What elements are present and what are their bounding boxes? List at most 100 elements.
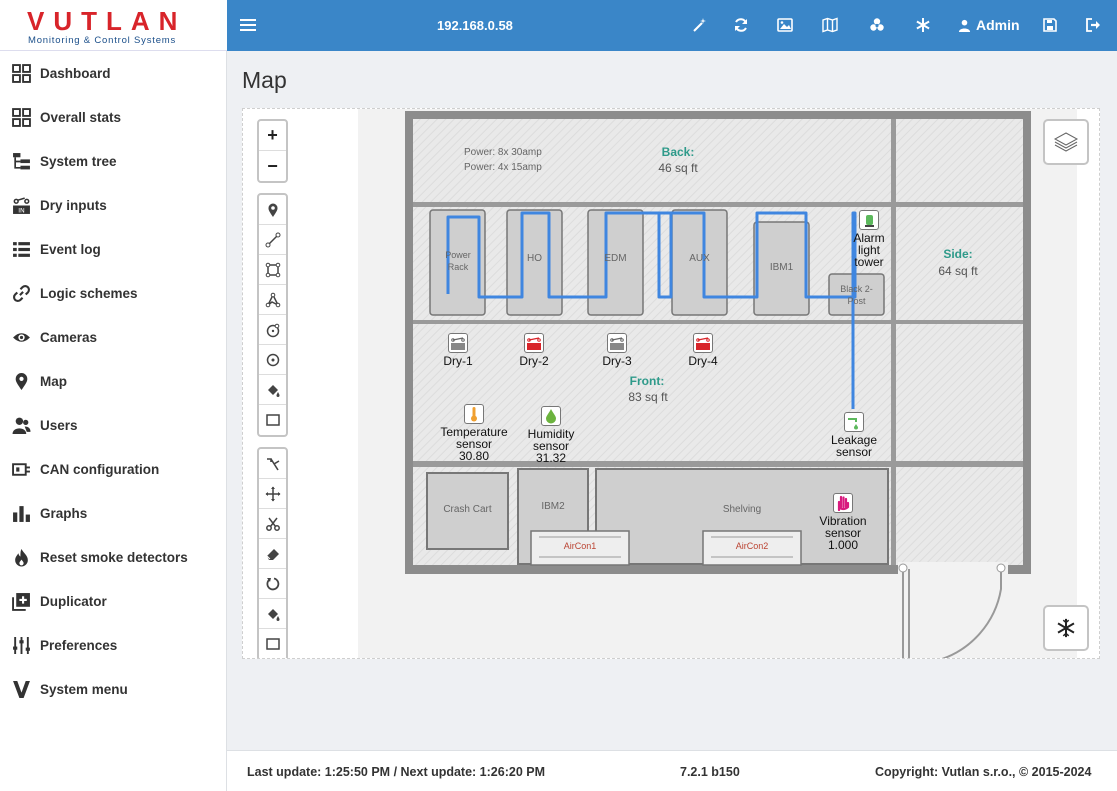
- sensor-label: Dry-2: [519, 354, 549, 368]
- sidebar-item-event-log[interactable]: Event log: [0, 227, 227, 271]
- user-icon: [958, 19, 971, 32]
- sensor-alarm-light-tower[interactable]: Alarm light tower: [845, 210, 893, 268]
- zone-front-area: 83 sq ft: [628, 390, 668, 404]
- draw-text-box-icon[interactable]: [259, 405, 286, 435]
- dry-input-alarm-icon: [693, 333, 713, 353]
- zoom-control: + −: [257, 119, 288, 183]
- image-icon[interactable]: [775, 15, 795, 35]
- sidebar-item-can-configuration[interactable]: CAN configuration: [0, 447, 227, 491]
- sidebar-item-system-menu[interactable]: System menu: [0, 667, 227, 711]
- menu-toggle-icon[interactable]: [240, 16, 256, 34]
- sensor-dry-2[interactable]: Dry-2: [512, 333, 556, 367]
- duplicate-icon: [11, 591, 31, 611]
- zoom-out-button[interactable]: −: [267, 155, 278, 176]
- dry-input-icon: IN: [11, 195, 31, 215]
- sidebar-item-logic-schemes[interactable]: Logic schemes: [0, 271, 227, 315]
- user-menu[interactable]: Admin: [958, 17, 1020, 33]
- sidebar-item-label: Logic schemes: [40, 285, 138, 301]
- firmware-version: 7.2.1 b150: [680, 765, 740, 779]
- draw-marker-icon[interactable]: [259, 195, 286, 225]
- draw-rectangle-icon[interactable]: [259, 255, 286, 285]
- sensor-label-line2: sensor: [532, 439, 570, 453]
- fill-bucket-icon[interactable]: [259, 599, 286, 629]
- sidebar-item-system-tree[interactable]: System tree: [0, 139, 227, 183]
- sensor-humidity[interactable]: Humidity sensor 31.32: [523, 406, 579, 464]
- sidebar-item-preferences[interactable]: Preferences: [0, 623, 227, 667]
- v-icon: [11, 679, 31, 699]
- logo-tagline: Monitoring & Control Systems: [28, 35, 177, 46]
- hand-icon: [833, 493, 853, 513]
- draw-text-box-icon[interactable]: [259, 629, 286, 658]
- sidebar-item-duplicator[interactable]: Duplicator: [0, 579, 227, 623]
- sensor-label-line2: sensor: [824, 526, 862, 540]
- sidebar-item-cameras[interactable]: Cameras: [0, 315, 227, 359]
- draw-circle-icon[interactable]: [259, 315, 286, 345]
- rack-black-2-post: Black 2-Post: [840, 284, 873, 306]
- sidebar-item-label: Dry inputs: [40, 197, 107, 213]
- sensor-label: Dry-3: [602, 354, 632, 368]
- top-bar: VUTLAN Monitoring & Control Systems 192.…: [0, 0, 1117, 51]
- biohazard-icon[interactable]: [867, 15, 887, 35]
- sensor-temperature[interactable]: Temperature sensor 30.80: [433, 404, 515, 462]
- sensor-label-line2: sensor: [455, 437, 493, 451]
- rotate-icon[interactable]: [259, 569, 286, 599]
- sensor-dry-1[interactable]: Dry-1: [436, 333, 480, 367]
- move-icon[interactable]: [259, 479, 286, 509]
- sensor-label-line1: Vibration: [819, 514, 867, 528]
- rack-aux: AUX: [689, 253, 710, 264]
- magic-wand-icon[interactable]: [690, 15, 710, 35]
- sidebar-item-label: System menu: [40, 681, 128, 697]
- rack-ibm2: IBM2: [541, 501, 565, 512]
- eraser-icon[interactable]: [259, 539, 286, 569]
- sidebar-item-label: CAN configuration: [40, 461, 160, 477]
- logout-icon[interactable]: [1083, 15, 1103, 35]
- sidebar-item-overall-stats[interactable]: Overall stats: [0, 95, 227, 139]
- floor-plan: [405, 111, 1031, 658]
- snowflake-icon[interactable]: [913, 15, 933, 35]
- grid-icon: [11, 63, 31, 83]
- snowflake-icon: [1057, 618, 1075, 638]
- zoom-in-button[interactable]: +: [259, 121, 286, 151]
- eye-icon: [11, 327, 31, 347]
- sidebar-item-users[interactable]: Users: [0, 403, 227, 447]
- map-view[interactable]: Power: 8x 30amp Power: 4x 15amp Back: 46…: [242, 108, 1100, 659]
- page-title: Map: [242, 67, 287, 93]
- sidebar-item-label: Graphs: [40, 505, 88, 521]
- sidebar-item-map[interactable]: Map: [0, 359, 227, 403]
- map-icon[interactable]: [820, 15, 840, 35]
- sidebar-item-dashboard[interactable]: Dashboard: [0, 51, 227, 95]
- sidebar-item-label: Dashboard: [40, 65, 111, 81]
- sidebar: Dashboard Overall stats System tree IN D…: [0, 51, 227, 791]
- rack-edm: EDM: [604, 253, 627, 264]
- sensor-vibration[interactable]: Vibration sensor 1.000: [811, 493, 875, 551]
- sensor-leakage[interactable]: Leakage sensor: [826, 412, 882, 458]
- snowflake-button[interactable]: [1043, 605, 1089, 651]
- last-update: Last update: 1:25:50 PM / Next update: 1…: [247, 765, 545, 779]
- sidebar-item-label: Duplicator: [40, 593, 107, 609]
- draw-polyline-icon[interactable]: [259, 225, 286, 255]
- save-icon[interactable]: [1040, 15, 1060, 35]
- cut-icon[interactable]: [259, 509, 286, 539]
- sensor-dry-4[interactable]: Dry-4: [681, 333, 725, 367]
- user-name: Admin: [976, 17, 1020, 33]
- alarm-light-icon: [859, 210, 879, 230]
- sensor-value: 31.32: [535, 451, 567, 465]
- sidebar-item-graphs[interactable]: Graphs: [0, 491, 227, 535]
- edit-vertices-icon[interactable]: [259, 449, 286, 479]
- fill-bucket-icon[interactable]: [259, 375, 286, 405]
- draw-polygon-icon[interactable]: [259, 285, 286, 315]
- sidebar-item-reset-smoke-detectors[interactable]: Reset smoke detectors: [0, 535, 227, 579]
- sidebar-item-label: Overall stats: [40, 109, 122, 125]
- rack-power-rack: Power Rack: [445, 250, 471, 272]
- power-label-1: Power: 8x 30amp: [464, 147, 542, 158]
- layers-button[interactable]: [1043, 119, 1089, 165]
- sidebar-item-label: Map: [40, 373, 67, 389]
- thermometer-icon: [464, 404, 484, 424]
- logo[interactable]: VUTLAN Monitoring & Control Systems: [0, 0, 227, 51]
- zone-back-area: 46 sq ft: [658, 161, 698, 175]
- refresh-icon[interactable]: [731, 15, 751, 35]
- draw-circle-marker-icon[interactable]: [259, 345, 286, 375]
- sensor-dry-3[interactable]: Dry-3: [595, 333, 639, 367]
- dry-input-icon: [607, 333, 627, 353]
- sidebar-item-dry-inputs[interactable]: IN Dry inputs: [0, 183, 227, 227]
